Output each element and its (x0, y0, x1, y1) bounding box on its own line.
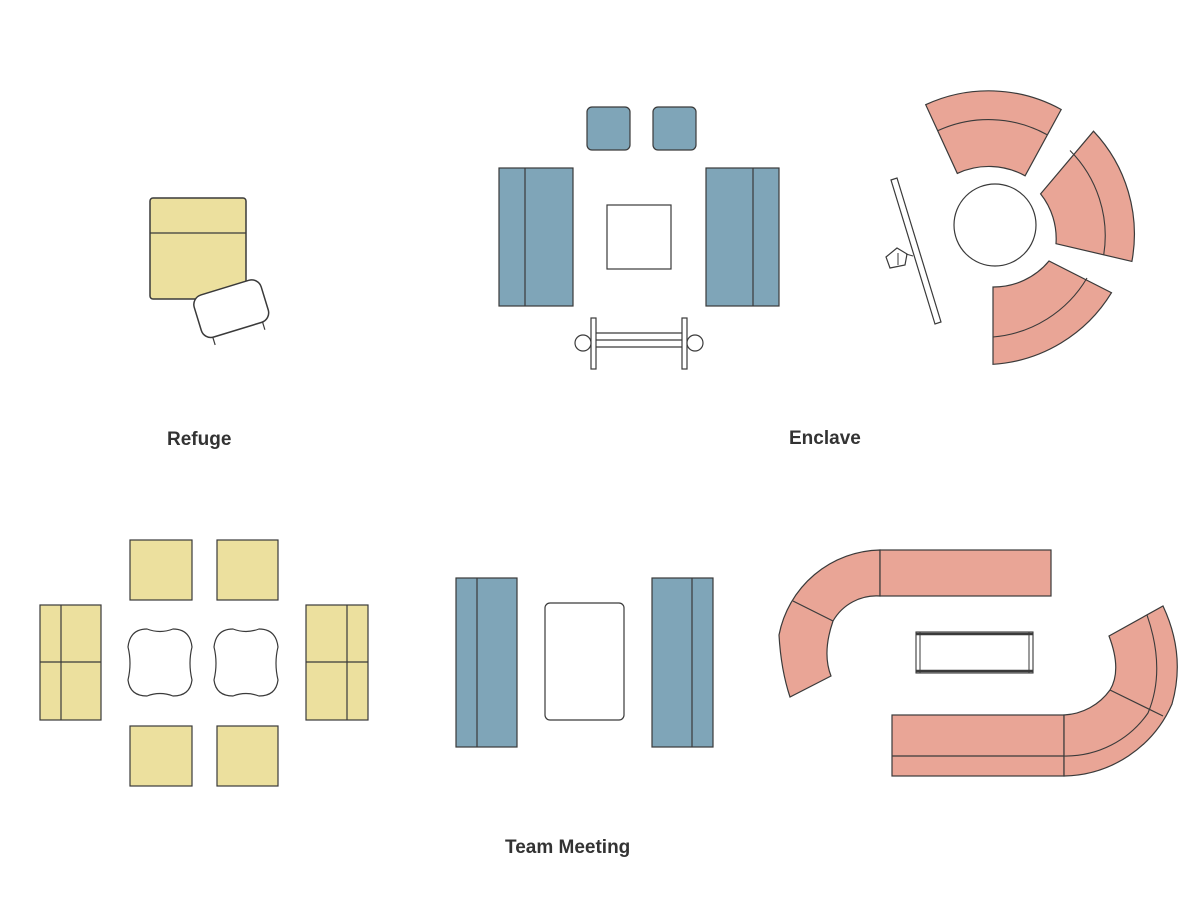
meeting-sofa-left (455, 577, 518, 748)
s-sofa-coffee-table (915, 631, 1034, 674)
enclave-layout-right (885, 90, 1135, 365)
meeting-table (544, 602, 625, 721)
s-sofa-lower-curve (1063, 605, 1178, 777)
team-meeting-blue-layout (455, 577, 714, 748)
curved-sofa-bottom (992, 260, 1113, 365)
enclave-coffee-table (606, 204, 672, 270)
refuge-ottoman (193, 279, 270, 346)
screen-panel (890, 177, 942, 325)
chair-top-left (129, 539, 193, 601)
enclave-label: Enclave (789, 428, 861, 449)
chair-top-right (216, 539, 279, 601)
curved-sofa-right (1039, 130, 1135, 263)
enclave-sofa-right (705, 167, 780, 307)
round-table (953, 183, 1037, 267)
refuge-label: Refuge (167, 429, 232, 450)
enclave-stool-right (652, 106, 697, 151)
s-sofa-upper-curve (778, 549, 881, 698)
bench-right (305, 604, 369, 721)
enclave-sofa-left (498, 167, 574, 307)
refuge-layout (149, 197, 270, 346)
enclave-layout-left (498, 106, 780, 370)
enclave-media-stand (574, 317, 704, 370)
s-sofa-lower-straight (891, 714, 1065, 777)
enclave-stool-left (586, 106, 631, 151)
side-chair (885, 247, 914, 269)
chair-bottom-left (129, 725, 193, 787)
ottoman-right (213, 628, 279, 697)
s-sofa-upper-straight (879, 549, 1052, 597)
chair-bottom-right (216, 725, 279, 787)
curved-sofa-top (924, 90, 1063, 177)
refuge-armchair (149, 197, 247, 300)
ottoman-left (127, 628, 193, 697)
team-meeting-salmon-layout (778, 549, 1178, 777)
team-meeting-yellow-layout (39, 539, 369, 787)
meeting-sofa-right (651, 577, 714, 748)
team-meeting-label: Team Meeting (505, 837, 631, 858)
bench-left (39, 604, 102, 721)
